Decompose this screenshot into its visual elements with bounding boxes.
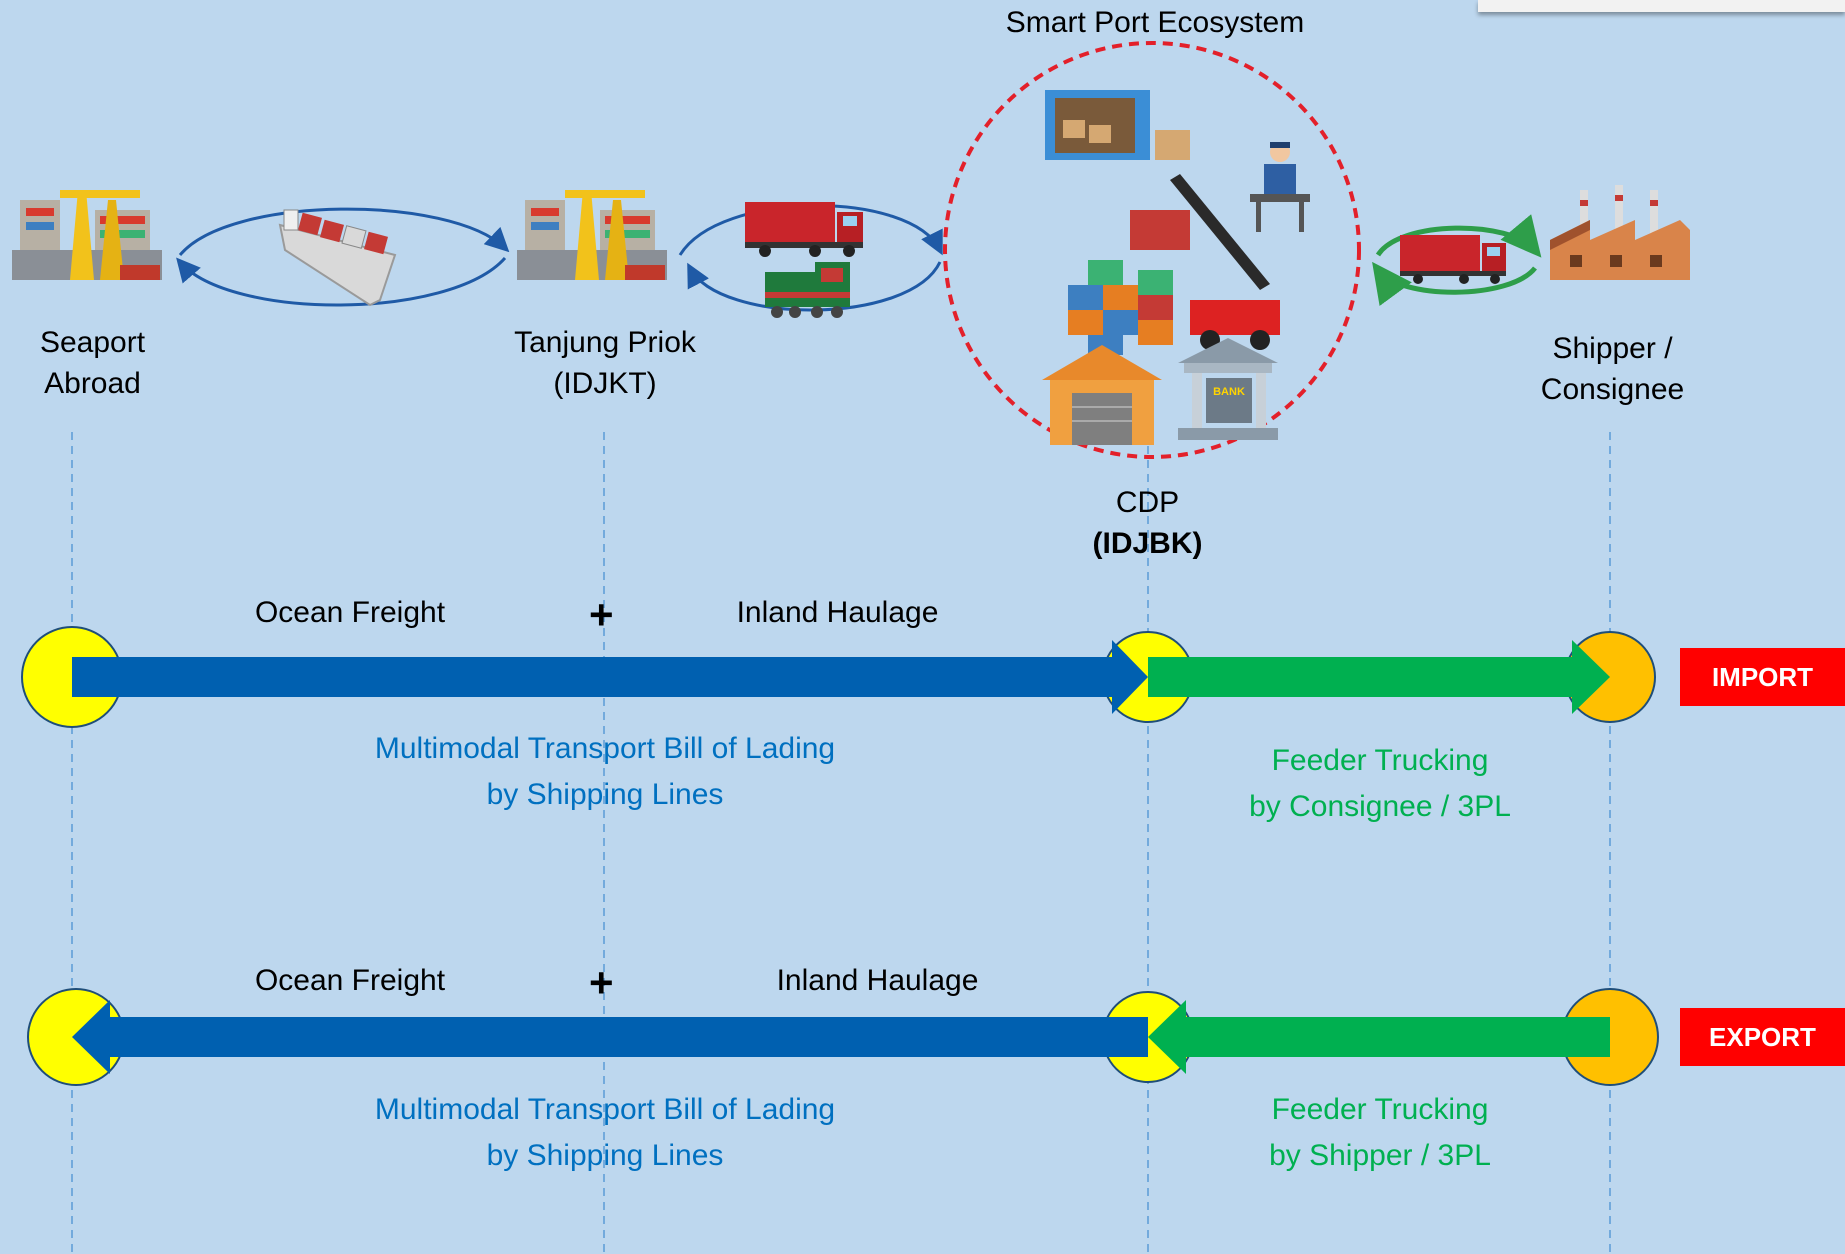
export-inland-haulage: Inland Haulage [776, 964, 979, 997]
seaport-label-line2: Abroad [44, 367, 141, 400]
train-icon [765, 262, 850, 318]
feeder-truck-icon [1400, 235, 1506, 284]
export-mtbl-line2: by Shipping Lines [486, 1139, 724, 1172]
import-mtbl-label: Multimodal Transport Bill of Lading by S… [300, 726, 910, 818]
export-ocean-freight: Ocean Freight [254, 964, 446, 997]
cdp-label-line1: CDP [1115, 486, 1180, 519]
warehouse-icon [1042, 345, 1162, 445]
truck-icon [745, 202, 863, 257]
ocean-loop [176, 207, 510, 307]
export-green-arrow [1148, 1000, 1610, 1074]
container-warehouse-icon [1045, 90, 1190, 160]
ecosystem-ring [943, 41, 1361, 459]
bank-icon: BANK [1178, 338, 1278, 440]
import-inland-haulage: Inland Haulage [736, 596, 939, 629]
ecosystem-title: Smart Port Ecosystem [1005, 6, 1305, 39]
priok-label-line2: (IDJKT) [553, 367, 657, 400]
import-feeder-line1: Feeder Trucking [1271, 744, 1489, 777]
export-badge: EXPORT [1680, 1008, 1845, 1066]
shipper-label-line1: Shipper / [1552, 332, 1673, 365]
import-feeder-label: Feeder Trucking by Consignee / 3PL [1200, 738, 1560, 830]
import-plus: + [589, 591, 614, 638]
import-feeder-line2: by Consignee / 3PL [1249, 790, 1511, 823]
export-feeder-line2: by Shipper / 3PL [1269, 1139, 1491, 1172]
priok-port-icon [517, 190, 667, 280]
export-mtbl-line1: Multimodal Transport Bill of Lading [374, 1093, 836, 1126]
import-mtbl-line2: by Shipping Lines [486, 778, 724, 811]
export-feeder-label: Feeder Trucking by Shipper / 3PL [1200, 1087, 1560, 1179]
feeder-loop [1372, 214, 1542, 307]
shipper-label: Shipper / Consignee [1520, 328, 1705, 410]
container-stack-icon [1068, 260, 1173, 355]
seaport-port-icon [12, 190, 162, 280]
export-mtbl-label: Multimodal Transport Bill of Lading by S… [300, 1087, 910, 1179]
bank-sign: BANK [1213, 386, 1245, 398]
import-blue-arrow [72, 640, 1148, 714]
factory-icon [1550, 185, 1690, 280]
import-mtbl-line1: Multimodal Transport Bill of Lading [374, 732, 836, 765]
import-ocean-freight: Ocean Freight [254, 596, 446, 629]
corner-tab [1478, 0, 1845, 12]
reach-stacker-icon [1130, 174, 1280, 350]
customs-officer-icon [1250, 142, 1310, 232]
import-green-arrow [1148, 640, 1610, 714]
priok-label: Tanjung Priok (IDJKT) [490, 322, 720, 404]
priok-label-line1: Tanjung Priok [514, 326, 696, 359]
cdp-label: CDP (IDJBK) [1070, 482, 1225, 564]
guide-lines [71, 432, 1611, 1254]
import-badge: IMPORT [1680, 648, 1845, 706]
export-flow [27, 988, 1659, 1086]
export-plus: + [589, 959, 614, 1006]
seaport-label: Seaport Abroad [10, 322, 175, 404]
container-ship-icon [278, 209, 397, 307]
seaport-label-line1: Seaport [39, 326, 146, 359]
export-feeder-line1: Feeder Trucking [1271, 1093, 1489, 1126]
cdp-label-line2: (IDJBK) [1092, 527, 1203, 560]
shipper-label-line2: Consignee [1540, 373, 1685, 406]
import-flow [21, 626, 1656, 728]
export-blue-arrow [72, 1000, 1148, 1074]
